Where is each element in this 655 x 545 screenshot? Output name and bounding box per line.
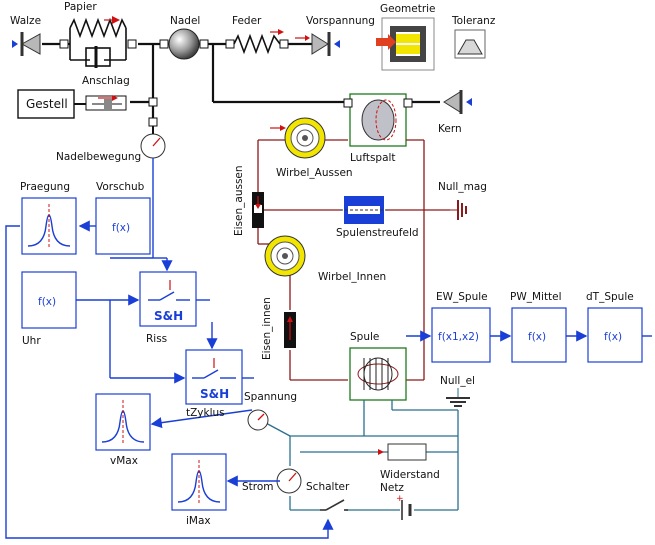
luftspalt-block[interactable] [343, 93, 413, 147]
walze-label: Walze [10, 15, 41, 27]
praegung-label: Praegung [20, 181, 70, 193]
uhr-fx: f(x) [38, 296, 56, 308]
papier-label: Papier [64, 1, 97, 13]
schalter-label: Schalter [306, 481, 350, 493]
imax-block[interactable] [171, 453, 227, 511]
svg-text:+: + [396, 494, 404, 504]
null-mag-label: Null_mag [438, 181, 487, 193]
spulenstreufeld-block[interactable] [340, 196, 388, 224]
toleranz-label: Toleranz [451, 15, 496, 27]
toleranz-block[interactable] [454, 29, 486, 59]
geometrie-label: Geometrie [380, 3, 436, 15]
wirbel-aussen-label: Wirbel_Aussen [276, 167, 353, 179]
feder-label: Feder [232, 15, 262, 27]
eisen-innen-label: Eisen_innen [261, 297, 273, 360]
eisen-innen-block[interactable] [284, 312, 296, 348]
null-el-ground[interactable] [446, 388, 470, 407]
vorschub-block[interactable]: f(x) [95, 197, 151, 255]
spannung-meter[interactable] [247, 409, 269, 431]
ew-spule-block[interactable]: f(x1,x2) [431, 307, 491, 363]
ew-spule-label: EW_Spule [436, 291, 488, 303]
vorspannung-source[interactable] [295, 32, 340, 56]
vorschub-fx: f(x) [112, 222, 130, 234]
widerstand-resistor[interactable] [378, 443, 427, 461]
praegung-block[interactable] [21, 197, 77, 255]
nadelbewegung-sensor[interactable] [140, 117, 166, 159]
pw-mittel-label: PW_Mittel [510, 291, 562, 303]
spannung-label: Spannung [244, 391, 297, 403]
wirbel-innen-coil[interactable] [264, 235, 306, 277]
kern-source[interactable] [443, 90, 472, 114]
pw-mittel-fx: f(x) [528, 331, 546, 343]
netz-label: Netz [380, 482, 404, 494]
strom-label: Strom [242, 481, 274, 493]
luftspalt-label: Luftspalt [350, 152, 396, 164]
vmax-label: vMax [110, 455, 138, 467]
magnetic-wires [257, 139, 450, 381]
vorschub-label: Vorschub [96, 181, 145, 193]
strom-meter[interactable] [276, 468, 302, 494]
tzyklus-sh: S&H [200, 387, 229, 401]
dt-spule-label: dT_Spule [586, 291, 634, 303]
signal-wires [5, 158, 652, 539]
feder-spring[interactable] [225, 29, 289, 55]
riss-label: Riss [146, 333, 167, 345]
vorspannung-label: Vorspannung [306, 15, 375, 27]
gestell-label: Gestell [26, 97, 68, 111]
kern-label: Kern [438, 123, 462, 135]
wirbel-innen-label: Wirbel_Innen [318, 271, 386, 283]
dt-spule-fx: f(x) [604, 331, 622, 343]
electrical-wires [263, 400, 459, 511]
tzyklus-label: tZyklus [186, 407, 225, 419]
null-el-label: Null_el [440, 375, 475, 387]
walze-source[interactable] [12, 32, 41, 56]
geometrie-block[interactable] [376, 17, 435, 71]
pw-mittel-block[interactable]: f(x) [511, 307, 567, 363]
schalter-switch[interactable] [320, 499, 348, 511]
spule-block[interactable] [349, 347, 407, 401]
netz-source[interactable]: + [396, 494, 412, 520]
nadel-mass[interactable] [159, 28, 209, 60]
null-mag-ground[interactable] [450, 200, 467, 220]
anschlag-label: Anschlag [82, 75, 130, 87]
uhr-block[interactable]: f(x) [21, 271, 77, 329]
spulenstreufeld-label: Spulenstreufeld [336, 227, 419, 239]
uhr-label: Uhr [22, 335, 41, 347]
widerstand-label: Widerstand [380, 469, 440, 481]
dt-spule-block[interactable]: f(x) [587, 307, 643, 363]
papier-spring[interactable] [59, 16, 137, 68]
imax-label: iMax [186, 515, 211, 527]
eisen-aussen-block[interactable] [252, 192, 264, 228]
tzyklus-sample-hold[interactable]: S&H [185, 349, 243, 405]
wirbel-aussen-coil[interactable] [270, 117, 326, 159]
spule-label: Spule [350, 331, 379, 343]
gestell-block[interactable] [17, 89, 158, 119]
riss-sh: S&H [154, 309, 183, 323]
riss-sample-hold[interactable]: S&H [139, 271, 197, 327]
eisen-aussen-label: Eisen_aussen [233, 165, 245, 236]
vmax-block[interactable] [95, 393, 151, 451]
nadel-label: Nadel [170, 15, 200, 27]
nadelbewegung-label: Nadelbewegung [56, 151, 141, 163]
ew-spule-fx: f(x1,x2) [438, 331, 479, 343]
